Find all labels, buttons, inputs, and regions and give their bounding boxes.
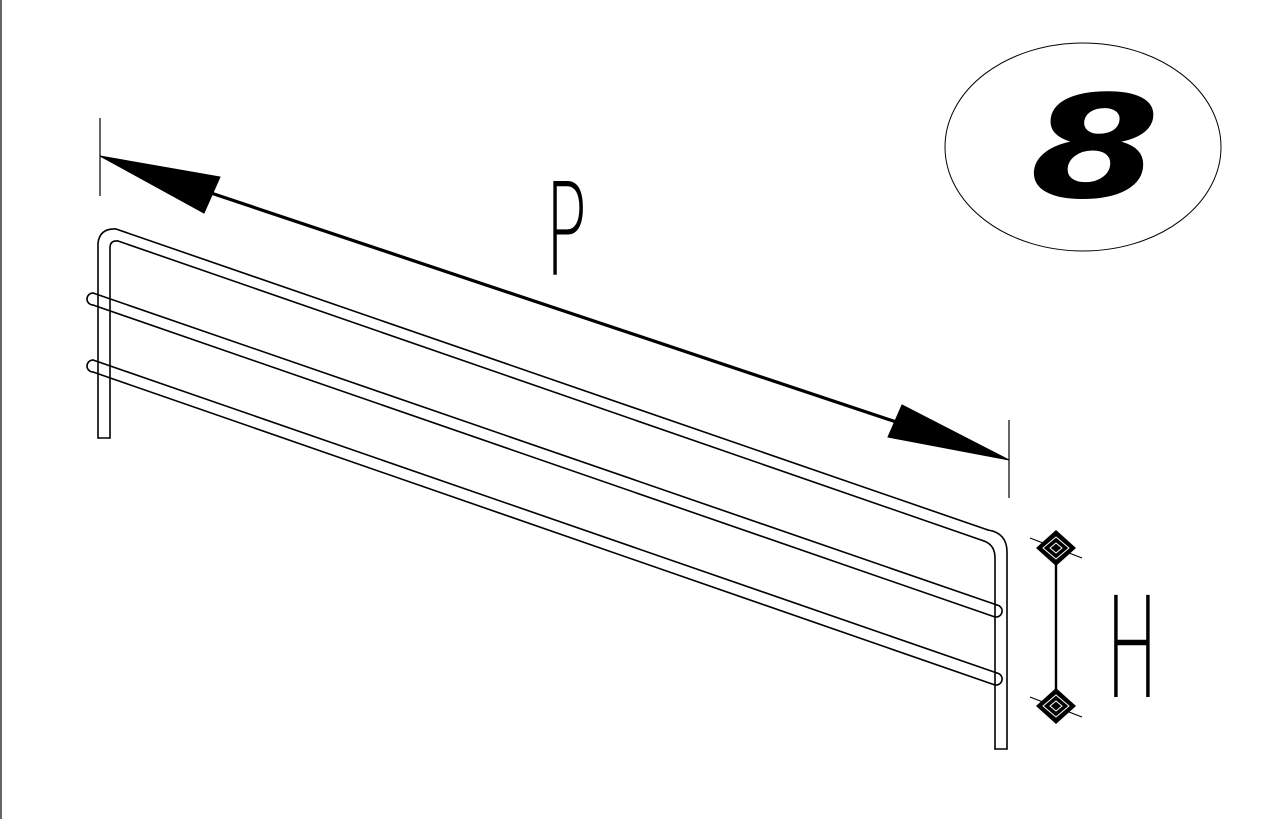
left-post — [97, 228, 119, 439]
middle-rail — [86, 292, 1003, 618]
height-label: H — [1106, 568, 1159, 731]
height-dimension: H — [1029, 530, 1159, 731]
badge-ellipse — [944, 42, 1222, 252]
arrow-right-icon — [887, 404, 1010, 461]
diamond-marker-bottom-icon — [1036, 688, 1076, 724]
diamond-marker-top-icon — [1036, 530, 1076, 566]
right-post — [983, 529, 1008, 750]
top-rail — [115, 228, 989, 542]
length-label: P — [545, 157, 587, 306]
bottom-rail — [86, 359, 1003, 686]
railing — [86, 228, 1008, 750]
length-dimension: P — [99, 118, 1010, 498]
number-badge: 8 — [944, 42, 1222, 252]
badge-number: 8 — [1030, 65, 1160, 231]
dimension-line — [159, 174, 951, 442]
arrow-left-icon — [99, 155, 221, 214]
